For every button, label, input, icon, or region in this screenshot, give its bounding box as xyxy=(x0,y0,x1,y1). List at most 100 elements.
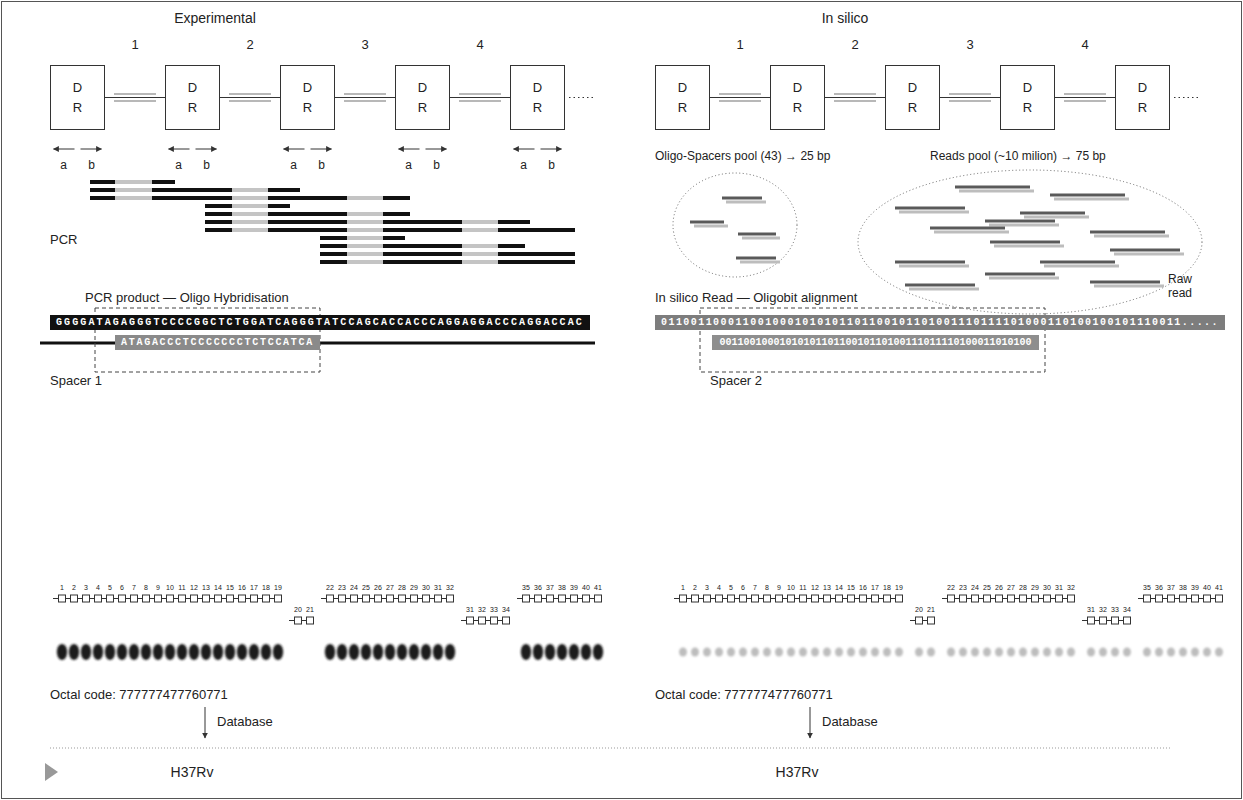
box-label: D R xyxy=(793,78,803,118)
repeat-box: D R xyxy=(885,65,940,130)
spacer-number: 33 xyxy=(1111,606,1119,614)
pool-label: Oligo-Spacers pool (43) → 25 bp xyxy=(655,150,830,164)
sequence-read xyxy=(722,197,762,200)
spacer-number: 39 xyxy=(570,584,578,592)
spacer-number: 39 xyxy=(1191,584,1199,592)
sequence-band: 0110011000110010001010101101100101101001… xyxy=(655,315,1225,330)
sequence-band: GGGGATAGAGGGTCCCCGGCTCTGGATCAGGGTATCCAGC… xyxy=(50,315,590,330)
hybridisation-spot xyxy=(81,644,91,660)
pcr-spacer xyxy=(462,252,498,256)
spacer-square xyxy=(307,617,314,624)
spacer-number: 4 xyxy=(476,38,483,53)
primer-label: a xyxy=(520,159,527,173)
spacer-number: 41 xyxy=(1215,584,1223,592)
hybridisation-spot xyxy=(959,648,967,657)
spacer-number: 7 xyxy=(132,584,136,592)
panel-heading: In silico xyxy=(822,10,869,26)
spacer-square xyxy=(227,595,234,602)
spacer-number: 8 xyxy=(765,584,769,592)
sequence-read xyxy=(909,288,979,291)
spacer-square xyxy=(1032,595,1039,602)
spacer-number: 2 xyxy=(851,38,858,53)
sequence-read xyxy=(1054,198,1129,201)
spacer-caption: Spacer 1 xyxy=(50,374,102,389)
sequence-read xyxy=(1094,235,1169,238)
hybridisation-spot xyxy=(787,648,795,657)
spacer-square xyxy=(535,595,542,602)
spacer-number: 2 xyxy=(693,584,697,592)
sequence-read xyxy=(1090,231,1165,234)
hybridisation-spot xyxy=(117,644,127,660)
spacer-square xyxy=(776,595,783,602)
database-label: Database xyxy=(822,715,878,730)
hybridisation-spot xyxy=(1143,648,1151,657)
primer-arrow xyxy=(426,149,447,150)
box-label: D R xyxy=(303,78,313,118)
spacer-segment xyxy=(719,100,761,102)
spacer-segment xyxy=(719,93,761,95)
spacer-number: 12 xyxy=(811,584,819,592)
hybridisation-spot xyxy=(1155,648,1163,657)
spacer-square xyxy=(167,595,174,602)
hybridisation-spot xyxy=(799,648,807,657)
sequence-read xyxy=(895,261,965,264)
spacer-number: 38 xyxy=(558,584,566,592)
spacer-square xyxy=(996,595,1003,602)
spacer-number: 34 xyxy=(1123,606,1131,614)
hybridisation-spot xyxy=(915,648,923,657)
spacer-square xyxy=(860,595,867,602)
spacer-square xyxy=(119,595,126,602)
hybridisation-spot xyxy=(177,644,187,660)
spacer-number: 32 xyxy=(446,584,454,592)
pcr-spacer xyxy=(347,244,383,248)
hybridisation-spot xyxy=(1055,648,1063,657)
repeat-box: D R xyxy=(510,65,565,130)
hybridisation-spot xyxy=(1123,648,1131,657)
spacer-number: 26 xyxy=(995,584,1003,592)
spacer-square xyxy=(275,595,282,602)
repeat-box: D R xyxy=(655,65,710,130)
spacer-square xyxy=(1124,617,1131,624)
spacer-number: 31 xyxy=(1087,606,1095,614)
sequence-read xyxy=(742,237,780,240)
spacer-number: 3 xyxy=(705,584,709,592)
spacer-square xyxy=(1100,617,1107,624)
hybridisation-spot xyxy=(751,648,759,657)
spacer-number: 4 xyxy=(1081,38,1088,53)
hybridisation-spot xyxy=(557,644,567,660)
step-label: PCR xyxy=(50,233,77,248)
pool-label: Reads pool (~10 milion) → 75 bp xyxy=(930,150,1106,164)
sequence-read xyxy=(690,221,724,224)
hybridisation-spot xyxy=(213,644,223,660)
spacer-segment xyxy=(834,100,876,102)
spacer-number: 27 xyxy=(1007,584,1015,592)
spacer-square xyxy=(916,617,923,624)
spacer-segment xyxy=(114,93,156,95)
spacer-number: 23 xyxy=(959,584,967,592)
spacer-number: 37 xyxy=(546,584,554,592)
primer-label: a xyxy=(290,159,297,173)
sequence-band: 0011001000101010110110010110100111011110… xyxy=(712,335,1039,350)
box-label: D R xyxy=(908,78,918,118)
primer-label: b xyxy=(548,159,555,173)
spacer-number: 40 xyxy=(582,584,590,592)
primer-arrow xyxy=(284,149,305,150)
hybridisation-spot xyxy=(249,644,259,660)
hybridisation-spot xyxy=(93,644,103,660)
spacer-square xyxy=(203,595,210,602)
spacer-square xyxy=(752,595,759,602)
spacer-number: 30 xyxy=(422,584,430,592)
hybridisation-spot xyxy=(521,644,531,660)
spacer-number: 22 xyxy=(326,584,334,592)
primer-arrow xyxy=(196,149,217,150)
spacer-number: 14 xyxy=(835,584,843,592)
spacer-square xyxy=(155,595,162,602)
hybridisation-spot xyxy=(859,648,867,657)
pcr-product xyxy=(205,204,290,208)
repeat-link xyxy=(825,97,885,98)
box-label: D R xyxy=(533,78,543,118)
database-arrow xyxy=(205,707,206,738)
pcr-product xyxy=(90,180,175,184)
hybridisation-spot xyxy=(385,644,395,660)
